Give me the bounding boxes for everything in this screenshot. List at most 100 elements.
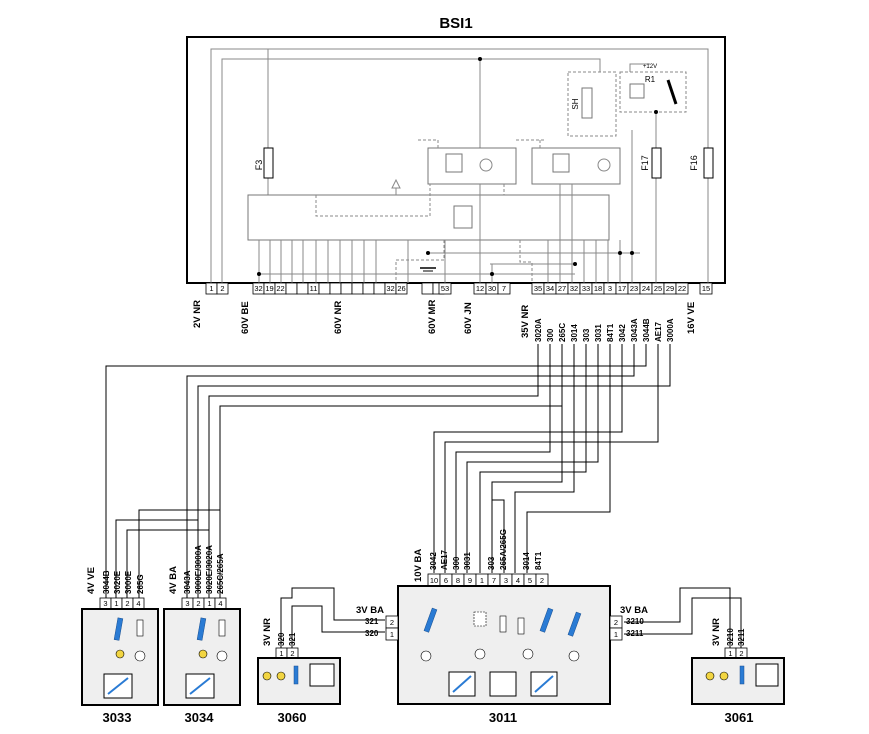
wire-label: 3042 — [429, 552, 438, 570]
pin: 27 — [558, 284, 566, 293]
bsi-internal-wiring — [210, 48, 709, 283]
pin: 2 — [125, 599, 129, 608]
wire-label: 3031 — [463, 552, 472, 570]
wire-label: 84T1 — [606, 323, 615, 342]
fuse-f16-label: F16 — [689, 155, 699, 171]
pin: 1 — [114, 599, 118, 608]
pin: 1 — [390, 630, 394, 639]
wire-label: AE17 — [440, 549, 449, 570]
fuse-f3: F3 — [254, 147, 274, 179]
pin: 24 — [642, 284, 650, 293]
pin: 2 — [540, 576, 544, 585]
pin: 33 — [582, 284, 590, 293]
pin: 11 — [310, 284, 318, 293]
connector-16v-ve-label: 16V VE — [686, 302, 697, 334]
pin: 2 — [196, 599, 200, 608]
pin: 18 — [594, 284, 602, 293]
bsi-connector-labels: 2V NR 60V BE 60V NR 60V MR 60V JN 35V NR… — [192, 300, 697, 338]
pin: 35 — [534, 284, 542, 293]
pin: 10 — [430, 576, 438, 585]
wire-label: 303 — [582, 328, 591, 342]
module-3033-id: 3033 — [103, 710, 132, 725]
module-3011-left-connector-label: 3V BA — [356, 605, 384, 616]
pin: 6 — [444, 576, 448, 585]
module-3011-connector-label: 10V BA — [413, 549, 424, 582]
wire-label: 84T1 — [534, 551, 543, 570]
bsi-title: BSI1 — [439, 15, 472, 32]
wire-label: 3014 — [522, 552, 531, 570]
wire-label: 320 — [365, 629, 379, 638]
pin: 26 — [397, 284, 405, 293]
bsi-junctions — [257, 57, 658, 276]
wire-label: 3044B — [102, 570, 111, 594]
module-3034-connector-label: 4V BA — [168, 566, 179, 594]
fuse-f17-label: F17 — [640, 155, 650, 171]
wire-label: 321 — [365, 617, 379, 626]
connector-35v-nr-label: 35V NR — [520, 305, 531, 338]
pin: 8 — [456, 576, 460, 585]
module-3033: 4V VE 3044B 3020E 3000E 265G 3 1 2 4 303… — [81, 567, 159, 725]
wire-label: 320 — [277, 632, 286, 646]
wire-label: 3020A — [534, 318, 543, 342]
pin: 2 — [290, 649, 294, 658]
pin: 25 — [654, 284, 662, 293]
wire-label: 303 — [487, 556, 496, 570]
connector-60v-jn-label: 60V JN — [463, 302, 474, 334]
module-3061-connector-label: 3V NR — [711, 618, 722, 646]
wire-label: 3042 — [618, 324, 627, 342]
module-3034-id: 3034 — [185, 710, 215, 725]
pin: 32 — [254, 284, 262, 293]
pin: 32 — [386, 284, 394, 293]
module-3060-connector-label: 3V NR — [262, 618, 273, 646]
bsi-pin-strip: 1 2 32 19 22 11 32 26 53 12 30 7 35 34 2… — [205, 282, 713, 295]
relay-r1-label: R1 — [645, 75, 656, 84]
wire-label: 3211 — [626, 629, 644, 638]
pin: 4 — [516, 576, 520, 585]
pin: 19 — [265, 284, 273, 293]
pin: 2 — [390, 618, 394, 627]
dome-light-icon — [489, 671, 517, 697]
pin: 30 — [488, 284, 496, 293]
pin: 32 — [570, 284, 578, 293]
pin: 1 — [209, 284, 213, 293]
module-3034: 4V BA 3043A 3000E/3000A 3020E/3020A 265C… — [163, 545, 241, 725]
pin: 3 — [608, 284, 612, 293]
pin: 3 — [504, 576, 508, 585]
wire-label: 3211 — [737, 628, 746, 646]
wire-label: 3031 — [594, 324, 603, 342]
wire-label: AE17 — [654, 321, 663, 342]
module-3060-id: 3060 — [278, 710, 307, 725]
ground-icon — [420, 267, 436, 272]
wire-label: 265C/265A — [216, 553, 225, 594]
wire-label: 3000A — [666, 318, 675, 342]
pin: 1 — [279, 649, 283, 658]
pin: 3 — [103, 599, 107, 608]
wire-label: 3014 — [570, 324, 579, 342]
connector-60v-nr-label: 60V NR — [333, 301, 344, 334]
wire-label: 3210 — [626, 617, 644, 626]
wire-label: 3020E/3020A — [205, 545, 214, 594]
module-3060: 3V NR 320 321 1 2 3060 — [257, 618, 341, 725]
wire-label: 265G — [136, 574, 145, 594]
pin: 53 — [441, 284, 449, 293]
pin: 22 — [678, 284, 686, 293]
pin: 7 — [492, 576, 496, 585]
fuse-f16: F16 — [689, 147, 714, 179]
pin: 1 — [480, 576, 484, 585]
shunt-label: SH — [571, 98, 580, 109]
wire-label: 300 — [452, 556, 461, 570]
wire-label: 3000E/3000A — [194, 545, 203, 594]
pin: 12 — [476, 284, 484, 293]
fuse-f17: F17 — [640, 147, 662, 179]
connector-2v-nr-label: 2V NR — [192, 300, 203, 328]
wire-label: 3210 — [726, 628, 735, 646]
pin: 34 — [546, 284, 554, 293]
connector-60v-be-label: 60V BE — [240, 301, 251, 334]
harness-wires — [105, 344, 742, 648]
pin: 2 — [220, 284, 224, 293]
module-3011: 10V BA 3042 AE17 300 3031 303 265A/265G … — [356, 529, 648, 725]
lamp-icon — [309, 663, 335, 687]
pin: 15 — [702, 284, 710, 293]
